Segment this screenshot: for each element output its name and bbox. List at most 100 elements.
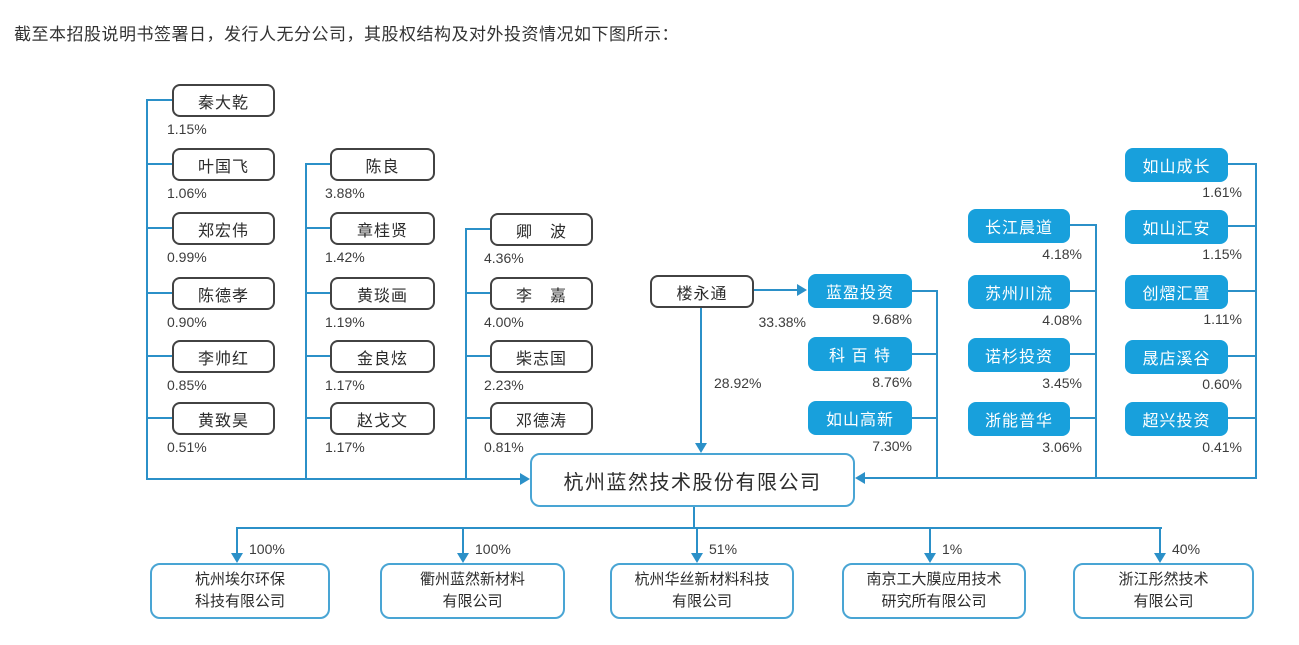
connector-line	[465, 417, 490, 419]
shareholder-box: 陈良	[330, 148, 435, 181]
subsidiary-name-line2: 有限公司	[1133, 593, 1194, 610]
entity-box: 创熠汇置	[1125, 275, 1228, 309]
subsidiary-name-line2: 有限公司	[671, 593, 732, 610]
issuer-box: 杭州蓝然技术股份有限公司	[530, 453, 855, 507]
connector-line	[146, 99, 148, 480]
connector-line	[1228, 290, 1255, 292]
connector-line	[146, 355, 172, 357]
subsidiary-name-line2: 研究所有限公司	[881, 593, 987, 610]
entity-box: 诺杉投资	[968, 338, 1070, 372]
connector-line	[1228, 417, 1255, 419]
arrow-down-icon	[1154, 553, 1166, 563]
ownership-pct: 1.15%	[167, 121, 207, 137]
ownership-pct: 1.19%	[325, 314, 365, 330]
entity-box: 如山成长	[1125, 148, 1228, 182]
shareholder-box: 章桂贤	[330, 212, 435, 245]
subsidiary-name-line1: 杭州华丝新材料科技	[634, 571, 770, 589]
ownership-pct: 4.18%	[1042, 246, 1082, 262]
shareholder-box: 金良炫	[330, 340, 435, 373]
arrow-down-icon	[695, 443, 707, 453]
arrow-right-icon	[520, 473, 530, 485]
arrow-left-icon	[855, 472, 865, 484]
connector-line	[146, 292, 172, 294]
connector-line	[1070, 417, 1095, 419]
connector-line	[1095, 224, 1097, 479]
subsidiary-pct: 51%	[709, 541, 738, 557]
shareholder-box: 邓德涛	[490, 402, 593, 435]
subsidiary-name-line2: 有限公司	[442, 593, 503, 610]
subsidiary-box: 南京工大膜应用技术 研究所有限公司	[842, 563, 1026, 619]
connector-line	[305, 417, 330, 419]
ownership-pct: 0.51%	[167, 439, 207, 455]
connector-line	[1159, 527, 1161, 554]
shareholder-box: 叶国飞	[172, 148, 275, 181]
ownership-pct: 9.68%	[872, 311, 912, 327]
connector-line	[146, 417, 172, 419]
entity-box: 科 百 特	[808, 337, 912, 371]
ownership-pct: 8.76%	[872, 374, 912, 390]
entity-box: 如山汇安	[1125, 210, 1228, 244]
entity-box: 超兴投资	[1125, 402, 1228, 436]
connector-line	[696, 527, 698, 554]
connector-line	[754, 289, 797, 291]
subsidiary-pct: 1%	[942, 541, 963, 557]
ownership-pct: 3.45%	[1042, 375, 1082, 391]
shareholder-box: 陈德孝	[172, 277, 275, 310]
connector-line	[1228, 355, 1255, 357]
connector-line	[465, 228, 467, 480]
connector-line	[700, 308, 702, 444]
shareholder-box: 卿 波	[490, 213, 593, 246]
ownership-pct: 1.42%	[325, 249, 365, 265]
connector-line	[465, 228, 490, 230]
intro-text: 截至本招股说明书签署日，发行人无分公司，其股权结构及对外投资情况如下图所示：	[14, 25, 679, 44]
connector-line	[305, 163, 330, 165]
subsidiary-box: 浙江彤然技术 有限公司	[1073, 563, 1254, 619]
entity-box: 长江晨道	[968, 209, 1070, 243]
connector-line	[1070, 224, 1095, 226]
connector-line	[146, 478, 520, 480]
connector-line	[1228, 225, 1255, 227]
connector-line	[912, 290, 937, 292]
ownership-pct: 0.99%	[167, 249, 207, 265]
controller-box: 楼永通	[650, 275, 754, 308]
connector-line	[305, 163, 307, 480]
ownership-pct: 0.90%	[167, 314, 207, 330]
arrow-down-icon	[691, 553, 703, 563]
connector-line	[237, 527, 1162, 529]
ownership-pct: 0.85%	[167, 377, 207, 393]
connector-line	[1070, 290, 1095, 292]
ownership-pct: 2.23%	[484, 377, 524, 393]
connector-line	[1228, 163, 1255, 165]
entity-box: 晟店溪谷	[1125, 340, 1228, 374]
ownership-pct: 0.41%	[1202, 439, 1242, 455]
subsidiary-name-line1: 衢州蓝然新材料	[419, 571, 525, 589]
entity-box: 苏州川流	[968, 275, 1070, 309]
connector-line	[929, 527, 931, 554]
connector-line	[305, 355, 330, 357]
subsidiary-pct: 100%	[475, 541, 511, 557]
ownership-pct: 4.36%	[484, 250, 524, 266]
subsidiary-name-line1: 杭州埃尔环保	[194, 571, 285, 589]
subsidiary-box: 杭州埃尔环保 科技有限公司	[150, 563, 330, 619]
subsidiary-name-line1: 浙江彤然技术	[1118, 571, 1209, 589]
shareholder-box: 柴志国	[490, 340, 593, 373]
connector-line	[236, 527, 238, 554]
ownership-pct: 1.15%	[1202, 246, 1242, 262]
connector-line	[305, 227, 330, 229]
connector-line	[912, 353, 937, 355]
ownership-pct: 7.30%	[872, 438, 912, 454]
ownership-pct: 1.61%	[1202, 184, 1242, 200]
connector-line	[465, 292, 490, 294]
subsidiary-box: 衢州蓝然新材料 有限公司	[380, 563, 565, 619]
ownership-pct: 4.08%	[1042, 312, 1082, 328]
shareholder-box: 郑宏伟	[172, 212, 275, 245]
ownership-pct: 1.06%	[167, 185, 207, 201]
arrow-down-icon	[231, 553, 243, 563]
ownership-pct: 4.00%	[484, 314, 524, 330]
connector-line	[936, 290, 938, 478]
ownership-pct: 28.92%	[714, 375, 762, 391]
subsidiary-pct: 100%	[249, 541, 285, 557]
ownership-pct: 3.06%	[1042, 439, 1082, 455]
connector-line	[305, 292, 330, 294]
arrow-down-icon	[924, 553, 936, 563]
